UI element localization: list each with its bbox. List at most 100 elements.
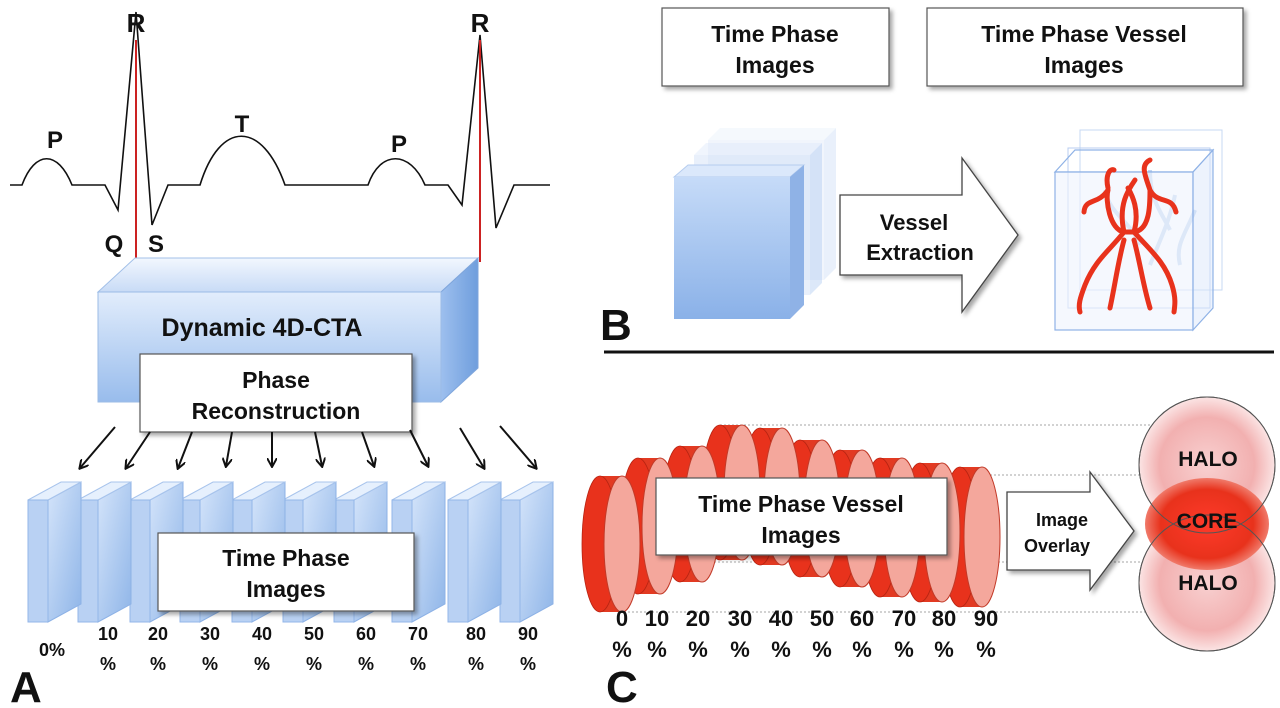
ecg-label-t: T	[235, 111, 250, 138]
panel-c-phase-number: 30	[728, 606, 752, 631]
panel-b-box-left: Time Phase Images	[661, 7, 890, 87]
panel-a-phase-labels: 0% 10% 20% 30% 40% 50% 60% 70% 80% 90%	[39, 624, 538, 674]
panel-c-phase-number: 60	[850, 606, 874, 631]
phase-reconstruction-line2: Reconstruction	[192, 398, 361, 424]
time-phase-slab	[27, 481, 82, 623]
panel-a-phase-number: 60	[356, 624, 376, 644]
panel-b-letter: B	[600, 301, 632, 350]
reconstruction-arrow	[126, 431, 151, 468]
ecg-label-p2: P	[391, 131, 407, 158]
reconstruction-arrows	[80, 425, 536, 468]
panel-b-image-stack	[672, 128, 836, 319]
panel-a-phase-number: 10	[98, 624, 118, 644]
panel-a-phase-percent: %	[100, 654, 116, 674]
panel-b-box-right-line1: Time Phase Vessel	[981, 21, 1186, 47]
panel-a-phase-number: 30	[200, 624, 220, 644]
panel-c-vessel-box: Time Phase Vessel Images	[655, 477, 948, 556]
panel-c-phase-percent: %	[647, 637, 667, 662]
panel-c: Time Phase Vessel Images Image Overlay H…	[581, 396, 1276, 708]
panel-c-phase-number: 70	[892, 606, 916, 631]
panel-a-phase-percent: %	[468, 654, 484, 674]
panel-a-phase-number: 70	[408, 624, 428, 644]
phase-reconstruction-line1: Phase	[242, 367, 310, 393]
panel-c-phase-number: 80	[932, 606, 956, 631]
reconstruction-arrow	[314, 431, 322, 466]
panel-c-vessel-line2: Images	[761, 522, 840, 548]
vessel-extraction-line2: Extraction	[866, 240, 974, 265]
panel-a-phase-percent: %	[520, 654, 536, 674]
panel-c-phase-percent: %	[688, 637, 708, 662]
time-phase-images-line2: Images	[246, 576, 325, 602]
vessel-tree-icon	[1076, 157, 1179, 315]
panel-c-phase-number: 40	[769, 606, 793, 631]
panel-b-box-left-line1: Time Phase	[711, 21, 838, 47]
panel-a-phase-percent: %	[358, 654, 374, 674]
panel-b: Time Phase Images Time Phase Vessel Imag…	[600, 7, 1244, 350]
panel-c-phase-labels: 0% 10% 20% 30% 40% 50% 60% 70% 80% 90%	[612, 606, 998, 662]
ecg-label-r1: R	[127, 8, 146, 38]
panel-c-phase-number: 20	[686, 606, 710, 631]
panel-b-box-left-line2: Images	[735, 52, 814, 78]
ecg-label-q: Q	[105, 231, 124, 258]
panel-a-phase-number: 40	[252, 624, 272, 644]
core-label: CORE	[1177, 510, 1238, 533]
panel-a-phase-number: 80	[466, 624, 486, 644]
time-phase-slab	[499, 481, 554, 623]
panel-c-phase-percent: %	[771, 637, 791, 662]
panel-c-phase-number: 50	[810, 606, 834, 631]
panel-c-phase-percent: %	[730, 637, 750, 662]
panel-c-phase-number: 90	[974, 606, 998, 631]
vessel-extraction-line1: Vessel	[880, 210, 949, 235]
ecg-label-p1: P	[47, 127, 63, 154]
panel-c-phase-number: 10	[645, 606, 669, 631]
halo-top-label: HALO	[1178, 448, 1238, 471]
time-phase-images-line1: Time Phase	[222, 545, 349, 571]
panel-c-phase-percent: %	[612, 637, 632, 662]
dynamic-4dcta-label: Dynamic 4D-CTA	[162, 314, 363, 342]
panel-a-phase-number: 20	[148, 624, 168, 644]
panel-c-phase-percent: %	[934, 637, 954, 662]
panel-a-phase-number: 50	[304, 624, 324, 644]
time-phase-slab	[447, 481, 502, 623]
ecg-label-r2: R	[471, 8, 490, 38]
reconstruction-arrow	[499, 425, 536, 468]
panel-a-letter: A	[10, 663, 42, 708]
panel-b-vessel-cube	[1053, 129, 1223, 332]
ecg-trace	[10, 11, 550, 229]
panel-a: P R Q S T P R Dynamic 4D-CTA Phase Recon…	[10, 8, 554, 708]
vessel-extraction-arrow: Vessel Extraction	[839, 156, 1019, 314]
image-overlay-line1: Image	[1036, 510, 1088, 530]
reconstruction-arrow	[361, 431, 374, 466]
vessel-disc	[619, 457, 679, 595]
panel-a-phase-percent: %	[306, 654, 322, 674]
reconstruction-arrow	[226, 431, 233, 466]
panel-c-phase-percent: %	[894, 637, 914, 662]
image-overlay-arrow: Image Overlay	[1006, 470, 1135, 592]
panel-a-phase-percent: %	[410, 654, 426, 674]
panel-a-phase-percent: %	[254, 654, 270, 674]
reconstruction-arrow	[80, 426, 116, 468]
ecg-label-s: S	[148, 231, 164, 258]
reconstruction-arrow	[178, 431, 193, 468]
panel-c-phase-percent: %	[852, 637, 872, 662]
phase-reconstruction-box: Phase Reconstruction	[139, 353, 413, 433]
panel-c-phase-percent: %	[976, 637, 996, 662]
panel-c-vessel-line1: Time Phase Vessel	[698, 491, 903, 517]
panel-a-phase-percent: %	[150, 654, 166, 674]
reconstruction-arrow	[459, 427, 484, 468]
panel-a-phase-percent: %	[202, 654, 218, 674]
panel-c-phase-percent: %	[812, 637, 832, 662]
time-phase-images-box: Time Phase Images	[157, 532, 415, 612]
panel-c-phase-number: 0	[616, 606, 628, 631]
time-phase-slab	[77, 481, 132, 623]
panel-a-phase-number: 0%	[39, 640, 65, 660]
vessel-disc	[581, 475, 641, 613]
panel-a-phase-number: 90	[518, 624, 538, 644]
image-overlay-line2: Overlay	[1024, 536, 1090, 556]
reconstruction-arrow	[409, 429, 428, 466]
halo-bottom-label: HALO	[1178, 572, 1238, 595]
halo-core-overlay: HALO CORE HALO	[1138, 396, 1276, 652]
panel-b-box-right: Time Phase Vessel Images	[926, 7, 1244, 87]
panel-c-letter: C	[606, 663, 638, 708]
